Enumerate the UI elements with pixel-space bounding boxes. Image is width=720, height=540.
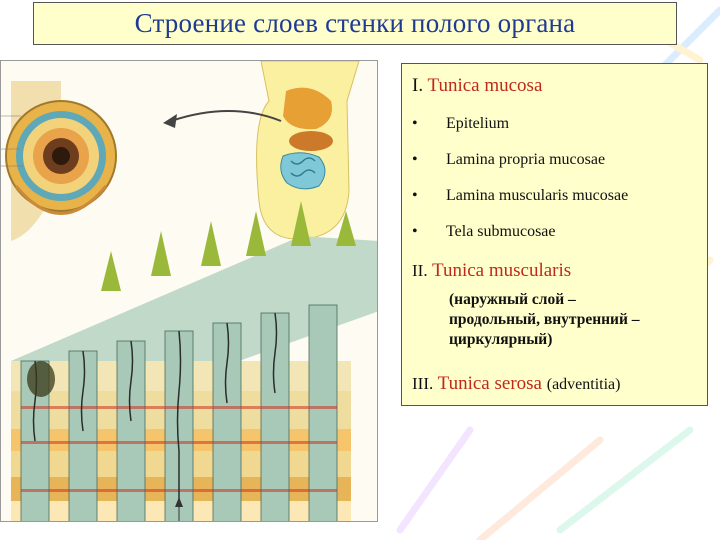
section-1-number: I.: [412, 75, 424, 96]
section-2-name: Tunica muscularis: [432, 260, 572, 281]
list-item: • Epitelium: [412, 115, 509, 133]
section-1-heading: I. Tunica mucosa: [412, 75, 542, 97]
torso-figure: [256, 61, 360, 240]
section-3-heading: III. Tunica serosa (adventitia): [412, 373, 620, 395]
organ-wall-drawing: [1, 61, 377, 521]
list-item: • Lamina propria mucosae: [412, 151, 605, 169]
section-2-heading: II. Tunica muscularis: [412, 260, 571, 282]
layers-panel: I. Tunica mucosa • Epitelium • Lamina prop…: [401, 63, 708, 406]
note-line: (наружный слой –: [449, 291, 576, 308]
section-1-name: Tunica mucosa: [427, 75, 543, 96]
cross-section-circle: [1, 81, 117, 241]
bullet: •: [412, 223, 418, 240]
list-item: • Lamina muscularis mucosae: [412, 187, 628, 205]
title-box: Строение слоев стенки полого органа: [33, 2, 677, 45]
section-3-name: Tunica serosa: [437, 373, 542, 394]
list-item-label: Epitelium: [446, 115, 510, 132]
list-item: • Tela submucosae: [412, 223, 556, 241]
list-item-label: Lamina muscularis mucosae: [446, 187, 629, 204]
bullet: •: [412, 115, 418, 132]
note-line: циркулярный): [449, 331, 553, 348]
organ-wall-illustration: [0, 60, 378, 522]
list-item-label: Tela submucosae: [446, 223, 556, 240]
bullet: •: [412, 151, 418, 168]
pointer-arrow: [170, 110, 282, 122]
section-2-number: II.: [412, 261, 428, 280]
note-line: продольный, внутренний –: [449, 311, 640, 328]
section-3-extra: (adventitia): [546, 376, 621, 393]
section-3-number: III.: [412, 374, 434, 393]
muscularis-note: (наружный слой – продольный, внутренний …: [449, 290, 640, 350]
wall-layers-block: [11, 201, 377, 521]
page-title: Строение слоев стенки полого органа: [134, 8, 576, 38]
list-item-label: Lamina propria mucosae: [446, 151, 606, 168]
bullet: •: [412, 187, 418, 204]
